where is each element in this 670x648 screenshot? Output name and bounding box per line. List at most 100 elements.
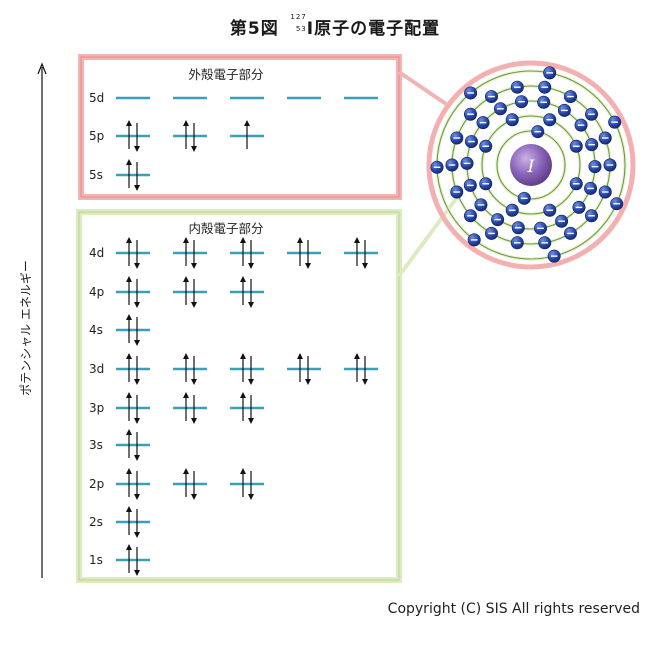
electron (534, 221, 548, 235)
electron (572, 200, 586, 214)
level-label: 5p (89, 129, 104, 143)
electron (531, 125, 545, 139)
inner-shell-box-edge (78, 211, 400, 581)
electron (557, 103, 571, 117)
electron (547, 249, 561, 263)
electron (510, 236, 524, 250)
electron (569, 139, 583, 153)
level-1s: 1s (89, 544, 150, 576)
level-label: 3d (89, 362, 104, 376)
electron (484, 226, 498, 240)
level-3p: 3p (89, 392, 264, 424)
electron (464, 135, 478, 149)
electron (476, 116, 490, 130)
isotope-notation: 127 53 (290, 13, 307, 36)
level-2p: 2p (89, 468, 264, 500)
electron (563, 226, 577, 240)
level-label: 4d (89, 246, 104, 260)
electron (584, 181, 598, 195)
electron (585, 138, 599, 152)
level-label: 4s (89, 323, 103, 337)
electron (505, 113, 519, 127)
electron (543, 203, 557, 217)
electron (569, 177, 583, 191)
level-5s: 5s (89, 159, 150, 191)
electron (610, 197, 624, 211)
electron (463, 209, 477, 223)
electron (484, 90, 498, 104)
electron (467, 233, 481, 247)
level-label: 1s (89, 553, 103, 567)
nucleus-label: I (527, 157, 535, 177)
electron (460, 156, 474, 170)
level-label: 2s (89, 515, 103, 529)
title-suffix: 原子の電子配置 (314, 19, 441, 39)
electron (463, 178, 477, 192)
level-4s: 4s (89, 314, 150, 346)
electron (505, 203, 519, 217)
outer-box-title: 外殻電子部分 (188, 67, 263, 82)
outer-callout-line (397, 70, 448, 106)
electron (511, 221, 525, 235)
level-label: 3s (89, 438, 103, 452)
level-3s: 3s (89, 429, 150, 461)
electron (563, 90, 577, 104)
level-3d: 3d (89, 353, 378, 385)
electron (608, 115, 622, 129)
electron (543, 66, 557, 80)
element-symbol: I (306, 19, 315, 39)
bohr-atom-model: I (426, 60, 636, 270)
electron (510, 80, 524, 94)
electron (450, 185, 464, 199)
electron (598, 185, 612, 199)
electron (491, 213, 505, 227)
valence-shell-highlight (426, 60, 636, 270)
electron (585, 107, 599, 121)
energy-levels: 5d 5p 5s 4d 4p 4s 3d 3p 3s 2p 2s 1s (89, 91, 378, 576)
mass-number: 127 (290, 13, 307, 21)
level-4p: 4p (89, 276, 264, 308)
shell-ring (481, 115, 581, 215)
level-5p: 5p (89, 120, 264, 152)
electron (445, 158, 459, 172)
level-label: 5s (89, 168, 103, 182)
title-prefix: 第5図 (229, 19, 279, 39)
electron (514, 95, 528, 109)
level-5d: 5d (89, 91, 378, 105)
energy-axis-arrowhead (37, 62, 47, 75)
electron (474, 198, 488, 212)
level-4d: 4d (89, 237, 378, 269)
electron (543, 113, 557, 127)
electron (588, 160, 602, 174)
electron (479, 139, 493, 153)
electron (479, 177, 493, 191)
electron (538, 236, 552, 250)
shell-ring (496, 130, 566, 200)
electron (585, 209, 599, 223)
shell-electrons (430, 66, 624, 263)
outer-shell-box-edge (80, 56, 400, 198)
level-label: 3p (89, 401, 104, 415)
electron (430, 160, 444, 174)
electron (574, 118, 588, 132)
electron (450, 131, 464, 145)
electron (603, 158, 617, 172)
energy-axis-label: ポテンシャル エネルギー (19, 260, 33, 396)
atomic-number: 53 (295, 25, 307, 33)
electron (464, 86, 478, 100)
electron (537, 95, 551, 109)
inner-shell-box (76, 209, 402, 583)
nucleus (510, 144, 552, 186)
electron (493, 102, 507, 116)
electron (538, 80, 552, 94)
inner-box-title: 内殻電子部分 (188, 221, 263, 236)
electron (463, 107, 477, 121)
electron (555, 214, 569, 228)
level-label: 4p (89, 285, 104, 299)
level-label: 2p (89, 477, 104, 491)
level-label: 5d (89, 91, 104, 105)
electron (598, 131, 612, 145)
